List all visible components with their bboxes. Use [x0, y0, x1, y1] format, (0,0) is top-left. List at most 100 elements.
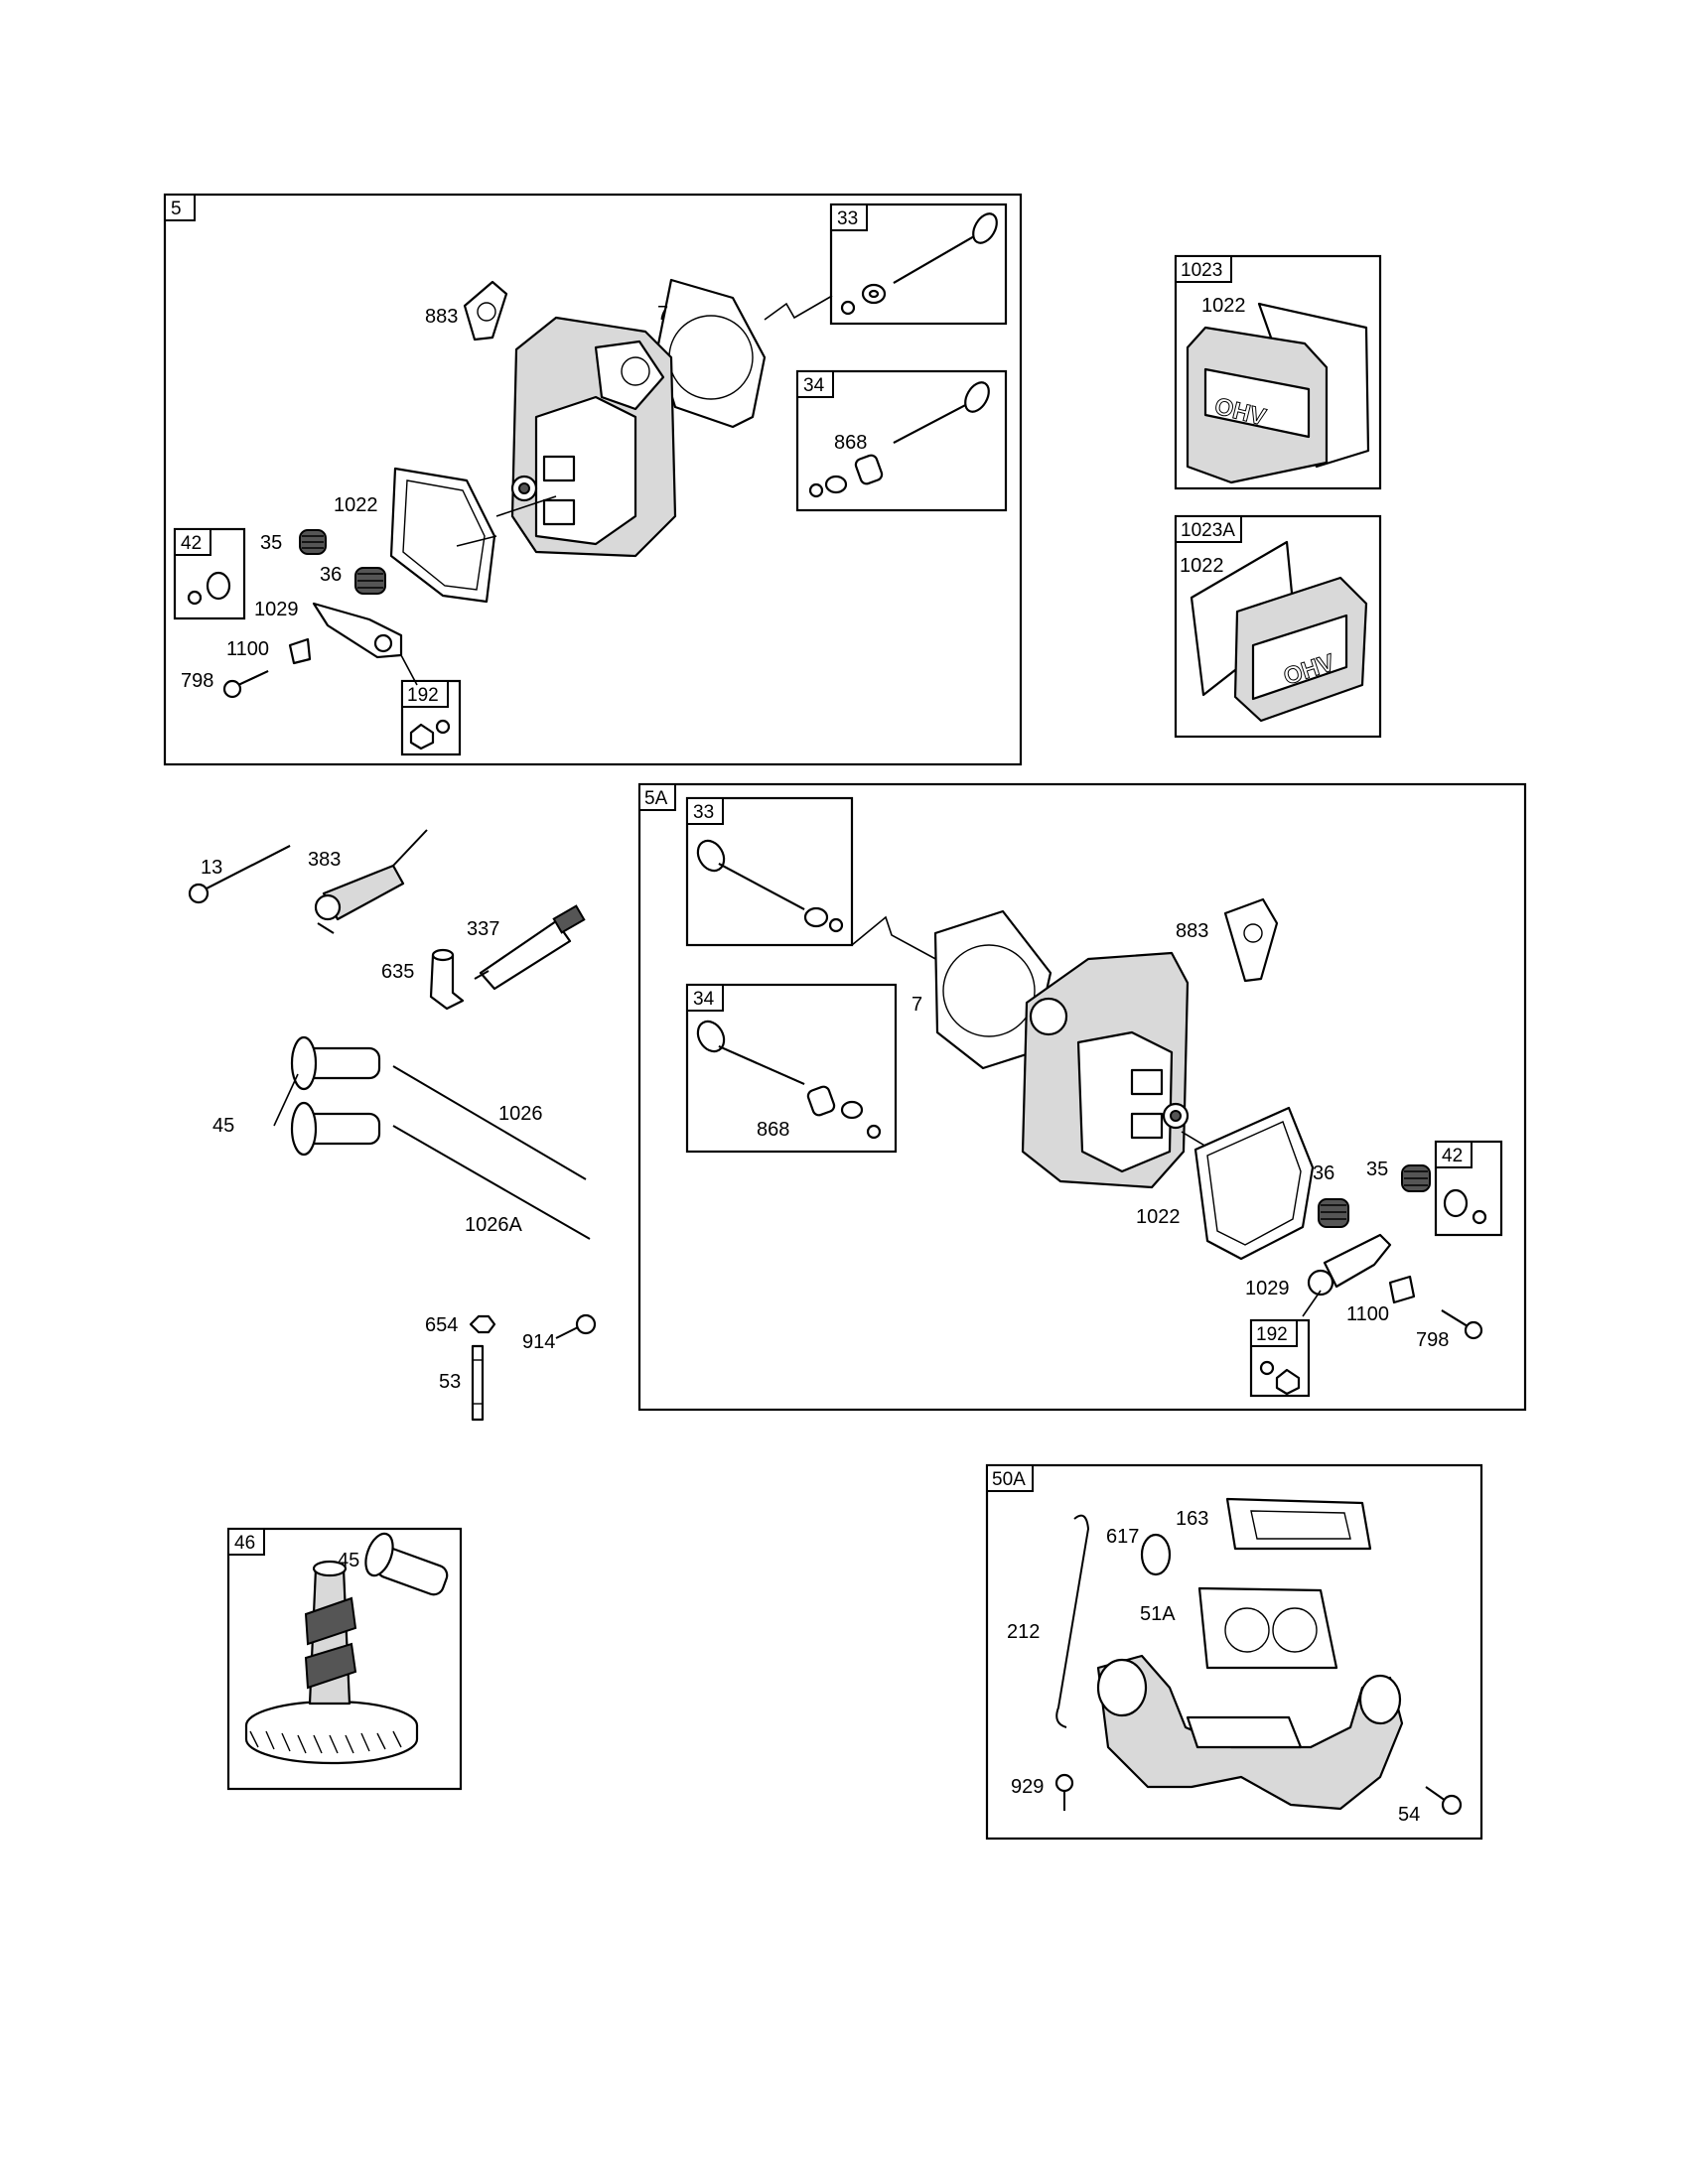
- g5A-sub-34-label: 34: [693, 989, 715, 1010]
- label-914: 914: [522, 1331, 555, 1353]
- label-13: 13: [201, 857, 222, 879]
- g5A-label-7: 7: [912, 994, 922, 1016]
- g5-sub-33-label: 33: [837, 208, 858, 229]
- g5A-label-1100: 1100: [1346, 1303, 1389, 1325]
- g1023A-label-1022: 1022: [1180, 555, 1224, 577]
- group-1023-label: 1023: [1181, 260, 1222, 281]
- g5A-cylinder-head: [1021, 951, 1190, 1189]
- gasket-163: [1225, 1497, 1372, 1551]
- g5A-label-868: 868: [757, 1119, 789, 1141]
- group-50A: 50A 212 617 163 51A 929: [985, 1463, 1483, 1841]
- g5-sub-34-label: 34: [803, 375, 825, 396]
- g50A-label-617: 617: [1106, 1526, 1139, 1548]
- g5-gasket-883: [463, 280, 508, 341]
- breather-tube-212: [1055, 1514, 1090, 1728]
- g5-label-1022: 1022: [334, 494, 378, 516]
- g5-label-868: 868: [834, 432, 867, 454]
- g46-label-45: 45: [338, 1550, 359, 1571]
- g5-label-1100: 1100: [226, 638, 269, 660]
- g5A-label-798: 798: [1416, 1329, 1449, 1351]
- g5A-rocker-arm: [1323, 1233, 1392, 1289]
- label-53: 53: [439, 1371, 461, 1393]
- g5-sub-42-label: 42: [181, 533, 202, 554]
- g50A-label-212: 212: [1007, 1621, 1040, 1643]
- g5A-label-1029: 1029: [1245, 1278, 1290, 1299]
- screw-54: [1425, 1786, 1463, 1816]
- label-1026: 1026: [498, 1103, 543, 1125]
- nut-654: [469, 1314, 496, 1334]
- group-46-label: 46: [234, 1533, 255, 1554]
- g5A-gasket-883: [1223, 897, 1279, 983]
- g5A-sub-192-label: 192: [1256, 1324, 1288, 1345]
- label-383: 383: [308, 849, 341, 871]
- screw-929: [1054, 1773, 1074, 1811]
- g5A-bolt-798: [1441, 1309, 1483, 1340]
- g5-bolt-798: [222, 670, 269, 699]
- label-1026A: 1026A: [465, 1214, 522, 1236]
- loose-parts: 13 383 337 635: [188, 829, 597, 1422]
- g5-label-7: 7: [657, 303, 668, 325]
- g5A-nut: [1275, 1368, 1301, 1396]
- g5-pivot: [288, 637, 312, 665]
- g5A-rocker-gasket: [1193, 1106, 1315, 1261]
- ignition-armature-383: [314, 829, 428, 934]
- label-45: 45: [212, 1115, 234, 1137]
- g5-label-36: 36: [320, 564, 342, 586]
- g50A-label-163: 163: [1176, 1508, 1208, 1530]
- g50A-label-929: 929: [1011, 1776, 1044, 1798]
- g5A-exhaust-valve: [696, 1020, 882, 1140]
- g5A-label-36: 36: [1313, 1162, 1334, 1184]
- g5-sub-192-label: 192: [407, 685, 439, 706]
- exhaust-manifold: [1096, 1654, 1404, 1811]
- g46-tappet: [364, 1532, 449, 1596]
- g5A-sub-42-label: 42: [1442, 1146, 1463, 1166]
- tappet-45-a: [290, 1035, 381, 1091]
- group-1023A: 1023A 1022 OHV: [1174, 514, 1382, 739]
- g5-spring-36: [354, 567, 386, 595]
- g5A-label-35: 35: [1366, 1159, 1388, 1180]
- g5-label-35: 35: [260, 532, 282, 554]
- group-1023A-label: 1023A: [1181, 520, 1235, 541]
- group-1023: 1023 1022 OHV: [1174, 254, 1382, 490]
- g5A-sub-33-label: 33: [693, 802, 714, 823]
- g5A-spring-35: [1401, 1164, 1431, 1192]
- boot-635: [429, 948, 465, 1011]
- g5-label-798: 798: [181, 670, 213, 692]
- g1023-label-1022: 1022: [1201, 295, 1246, 317]
- g5A-pivot: [1388, 1275, 1416, 1304]
- g5-nut: [409, 723, 435, 751]
- g5A-label-1022: 1022: [1136, 1206, 1181, 1228]
- screw-914: [555, 1313, 597, 1339]
- pushrod-1026: [392, 1065, 587, 1180]
- o-ring-617: [1140, 1533, 1172, 1576]
- g5-exhaust-valve: [808, 381, 990, 498]
- label-337: 337: [467, 918, 499, 940]
- g5-retainer: [206, 571, 231, 601]
- group-50A-label: 50A: [992, 1469, 1026, 1490]
- bolt-13: [188, 845, 291, 904]
- group-5A: 5A 33 34 868 7: [637, 782, 1527, 1412]
- group-46: 46 45: [226, 1527, 463, 1791]
- camshaft-gear: [244, 1560, 419, 1765]
- g5-label-883: 883: [425, 306, 458, 328]
- g5A-intake-valve: [696, 839, 844, 933]
- g5A-label-883: 883: [1176, 920, 1208, 942]
- g5A-retainer: [1443, 1188, 1469, 1218]
- g5-intake-valve: [840, 212, 998, 316]
- g5-spring-35: [299, 529, 327, 555]
- group-5: 5 33 34 868 42: [163, 193, 1023, 766]
- g5-label-1029: 1029: [254, 599, 299, 620]
- stud-53: [471, 1344, 485, 1422]
- pushrod-1026A: [392, 1125, 591, 1240]
- label-654: 654: [425, 1314, 458, 1336]
- tappet-45-b: [290, 1101, 381, 1157]
- label-635: 635: [381, 961, 414, 983]
- g5A-spring-36: [1318, 1198, 1349, 1228]
- group-5A-label: 5A: [644, 788, 668, 809]
- group-5-label: 5: [171, 199, 182, 219]
- g5-cylinder-head: [510, 316, 677, 558]
- spark-plug-337: [474, 904, 586, 991]
- g50A-label-51A: 51A: [1140, 1603, 1176, 1625]
- g50A-label-54: 54: [1398, 1804, 1420, 1826]
